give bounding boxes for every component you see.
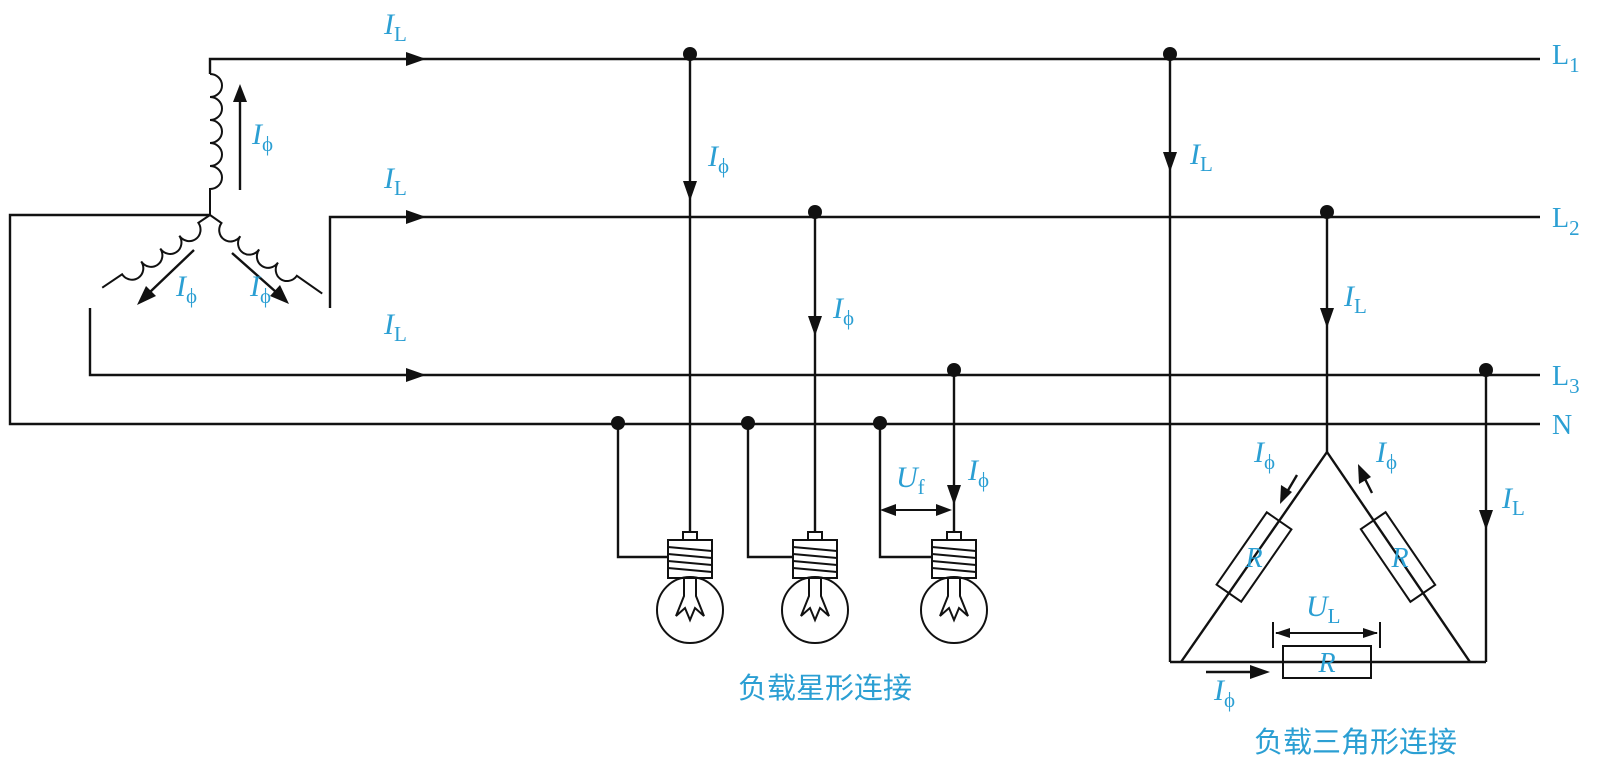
source-phase-arrow-2 — [149, 249, 195, 293]
lamp-3 — [920, 531, 988, 644]
junction-dot — [808, 205, 822, 219]
lamp-2 — [781, 531, 849, 644]
junction-dot — [1163, 47, 1177, 61]
label-phase-current: Iϕ — [1213, 674, 1235, 712]
junction-dot — [1320, 205, 1334, 219]
label-line-current: IL — [1189, 138, 1213, 176]
wire-l2 — [328, 215, 1540, 308]
arrow-l3 — [406, 368, 426, 382]
arrowhead — [880, 504, 896, 516]
line-names: L1 L2 L3 N — [1552, 40, 1580, 441]
resistor-right — [1359, 510, 1437, 604]
arrowhead — [1280, 485, 1292, 504]
neutral-lamp1 — [616, 424, 668, 559]
caption-delta-load: 负载三角形连接 — [1254, 725, 1457, 759]
arrowhead — [1358, 464, 1371, 484]
label-line-current: IL — [383, 308, 407, 346]
junction-dot — [947, 363, 961, 377]
junction-dot — [873, 416, 887, 430]
line-label-l1: L1 — [1552, 40, 1580, 77]
star-load — [616, 59, 988, 644]
wire-l3 — [88, 308, 1540, 377]
arrow-delta-l3 — [1479, 510, 1493, 530]
arrowhead — [1363, 628, 1378, 638]
arrow-drop1 — [683, 181, 697, 201]
source-windings — [101, 73, 323, 305]
wire-neutral — [8, 213, 1540, 426]
delta-right-side — [1326, 451, 1471, 663]
arrowhead — [1275, 628, 1290, 638]
arrow-delta-l1 — [1163, 152, 1177, 172]
label-line-current: IL — [383, 162, 407, 200]
label-phase-current: Iϕ — [1375, 436, 1397, 474]
arrow-delta-l2 — [1320, 308, 1334, 328]
source-phase-arrow-3 — [231, 252, 277, 293]
arrowhead — [137, 286, 156, 305]
junction-dot — [1479, 363, 1493, 377]
junction-dot — [683, 47, 697, 61]
label-phase-current: Iϕ — [832, 292, 854, 330]
label-phase-current: Iϕ — [1253, 436, 1275, 474]
line-label-l3: L3 — [1552, 361, 1580, 398]
label-line-current: IL — [1343, 280, 1367, 318]
line-label-l2: L2 — [1552, 203, 1580, 240]
resistor-label: R — [1244, 543, 1262, 574]
resistor-bottom — [1282, 645, 1372, 679]
label-phase-current: Iϕ — [707, 140, 729, 178]
winding-l3 — [101, 214, 211, 289]
arrowhead — [936, 504, 952, 516]
label-phase-current: Iϕ — [251, 118, 273, 156]
symbol-labels: IL IL IL Iϕ Iϕ Iϕ Iϕ Iϕ Iϕ Uf IL IL IL I… — [175, 8, 1525, 712]
arrowhead — [1250, 665, 1270, 679]
delta-load — [1163, 59, 1493, 679]
junction-dot — [741, 416, 755, 430]
arrowhead — [270, 285, 289, 304]
delta-left-side — [1180, 451, 1328, 663]
label-phase-voltage: Uf — [896, 461, 925, 499]
neutral-lamp2 — [746, 424, 794, 559]
resistor-label: R — [1317, 648, 1335, 679]
caption-star-load: 负载星形连接 — [738, 671, 912, 705]
resistor-label: R — [1390, 543, 1408, 574]
label-phase-current: Iϕ — [175, 270, 197, 308]
arrow-l1 — [406, 52, 426, 66]
neutral-lamp3 — [878, 424, 932, 559]
winding-l1 — [209, 73, 223, 215]
lamp-1 — [656, 531, 724, 644]
junction-dots — [611, 47, 1493, 430]
resistor-left — [1215, 510, 1293, 604]
delta-phase-arrow-right — [1363, 478, 1374, 494]
delta-phase-arrow-left — [1285, 474, 1299, 493]
label-line-voltage: UL — [1306, 590, 1341, 628]
label-line-current: IL — [1501, 482, 1525, 520]
label-phase-current: Iϕ — [249, 270, 271, 308]
winding-l2 — [209, 214, 323, 295]
arrow-drop3 — [947, 485, 961, 505]
wire-l1 — [208, 57, 1540, 74]
arrowhead — [233, 84, 247, 102]
arrow-drop2 — [808, 316, 822, 336]
label-line-current: IL — [383, 8, 407, 46]
arrow-l2 — [406, 210, 426, 224]
line-wires — [8, 57, 1540, 426]
line-label-n: N — [1552, 410, 1572, 441]
line-current-arrows — [406, 52, 426, 382]
junction-dot — [611, 416, 625, 430]
label-phase-current: Iϕ — [967, 454, 989, 492]
